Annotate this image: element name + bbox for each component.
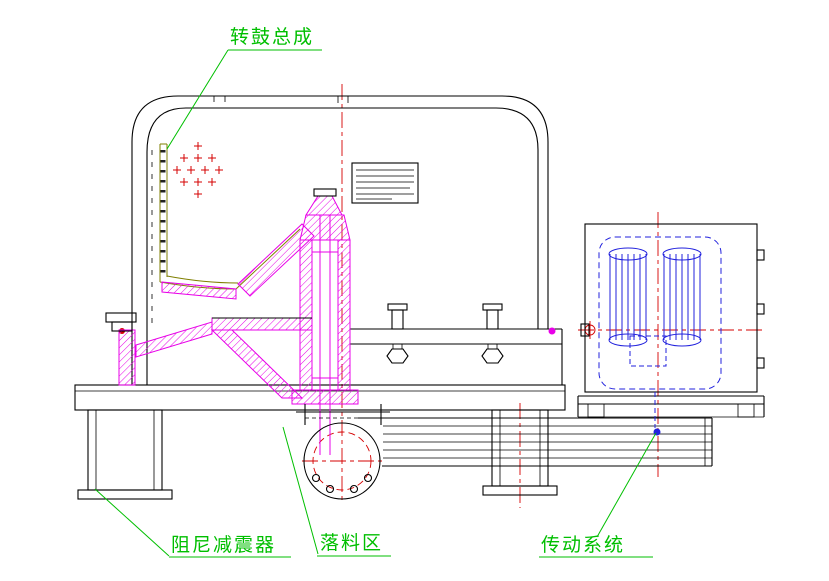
bolt-circle	[312, 431, 372, 491]
label-drum-assembly: 转鼓总成	[230, 26, 314, 48]
hex-nut	[386, 348, 409, 364]
motor-foot	[737, 403, 755, 418]
leader-line	[596, 432, 657, 538]
flange-bolt	[363, 473, 373, 483]
motor-assembly	[577, 223, 765, 436]
motor-body-hidden	[598, 236, 722, 390]
deck	[350, 303, 563, 385]
cover-outer	[131, 95, 549, 385]
support-arm-diagonal	[210, 329, 304, 399]
label-discharge-area: 落料区	[320, 532, 383, 554]
left-leg	[87, 409, 163, 491]
annotations: 转鼓总成 阻尼减震器 落料区 传动系统	[94, 26, 657, 558]
deck-pin-dot	[548, 327, 556, 335]
weld-cross-marks	[172, 141, 224, 199]
leader-line	[166, 49, 229, 150]
pulley-flange	[303, 422, 381, 500]
housing-wall-right	[337, 239, 351, 391]
shaft-details	[105, 188, 337, 332]
support-platform	[211, 317, 313, 331]
motor-winding-right	[662, 247, 702, 347]
spindle-cap	[313, 188, 337, 197]
housing-wall-left	[299, 239, 313, 391]
deck-bolt	[486, 309, 499, 330]
shaft-flange	[291, 389, 359, 405]
flange-bolt	[311, 473, 321, 483]
spindle-top-section	[305, 195, 343, 216]
motor-terminal-box	[629, 335, 667, 367]
hex-nut	[481, 348, 504, 364]
label-damper: 阻尼减震器	[171, 534, 276, 556]
motor-foot	[587, 403, 605, 418]
support-strut	[135, 321, 213, 358]
leader-line	[282, 426, 319, 555]
left-leg-flange	[77, 489, 173, 500]
nameplate	[351, 162, 419, 204]
flange-bolt	[349, 484, 359, 494]
belt-drive	[358, 417, 713, 467]
flange-bolt	[325, 484, 335, 494]
bowl-bottom-section	[161, 281, 237, 300]
bearing-housing-top	[299, 214, 351, 241]
motor-winding-left	[608, 247, 648, 347]
label-transmission: 传动系统	[541, 534, 625, 556]
machine-cover	[131, 95, 549, 385]
middle-leg-flange	[482, 485, 558, 496]
nameplate-text-lines	[356, 169, 414, 200]
cover-inner	[146, 107, 539, 385]
leader-line	[94, 488, 170, 557]
sectioned-parts	[118, 195, 556, 455]
wall-section	[118, 329, 136, 386]
motor-pulley-dot	[653, 428, 661, 436]
deck-bolt	[391, 309, 404, 330]
discharge-and-pulley	[296, 404, 390, 500]
motor-shaft-boss	[580, 323, 590, 337]
